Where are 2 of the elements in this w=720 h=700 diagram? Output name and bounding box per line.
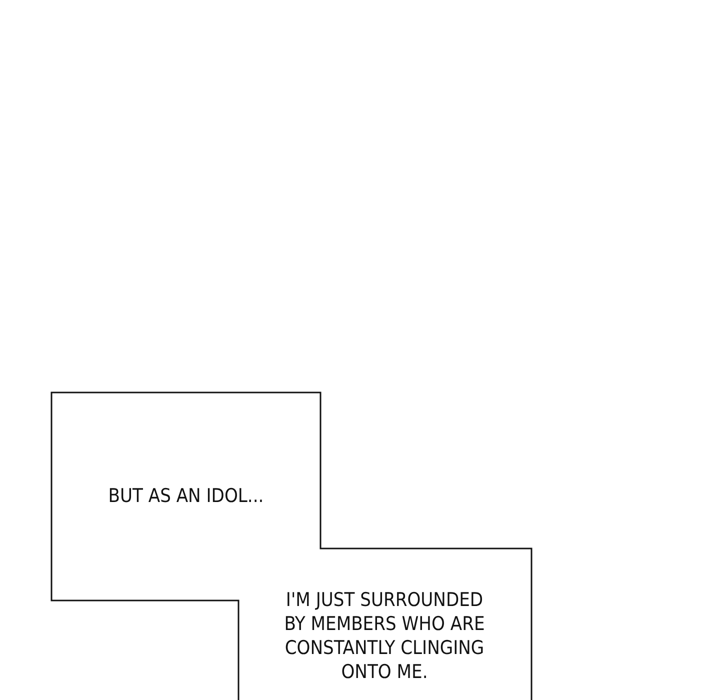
narration-text: I'M JUST SURROUNDED BY MEMBERS WHO ARE CONSTANTLY CLINGING ONTO ME.	[283, 588, 486, 684]
narration-text: BUT AS AN IDOL...	[108, 484, 264, 508]
